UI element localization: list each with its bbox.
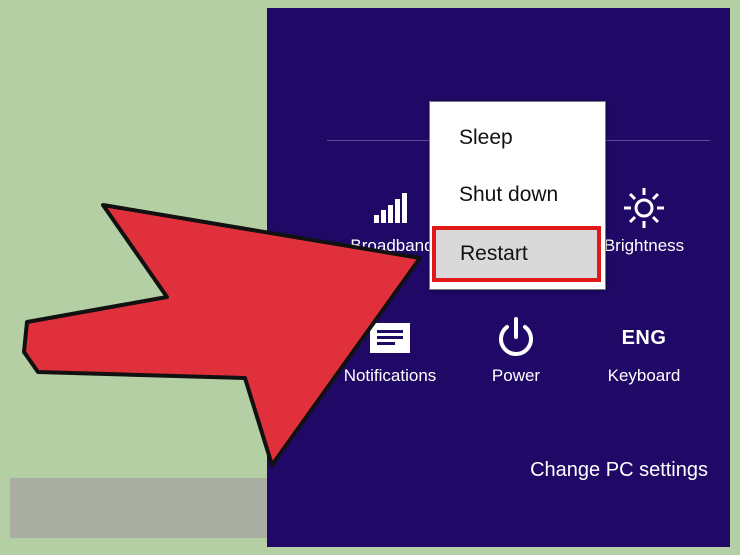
sun-icon bbox=[589, 186, 699, 230]
tile-label: Brightness bbox=[603, 236, 685, 255]
tile-brightness[interactable]: Brightness bbox=[589, 186, 699, 256]
notification-icon bbox=[335, 316, 445, 360]
menu-item-restart[interactable]: Restart bbox=[432, 226, 601, 282]
keyboard-language-text: ENG bbox=[621, 326, 667, 349]
tile-label: Power bbox=[491, 366, 541, 385]
power-menu: Sleep Shut down Restart bbox=[429, 101, 606, 290]
tile-keyboard[interactable]: ENG Keyboard bbox=[589, 316, 699, 386]
change-pc-settings-link[interactable]: Change PC settings bbox=[530, 459, 708, 481]
tile-label: Notifications bbox=[343, 366, 437, 385]
tile-notifications[interactable]: Notifications bbox=[335, 316, 445, 386]
signal-bars-icon bbox=[337, 186, 447, 230]
menu-item-sleep[interactable]: Sleep bbox=[459, 126, 513, 149]
power-icon bbox=[461, 316, 571, 360]
keyboard-icon: ENG bbox=[589, 316, 699, 360]
menu-item-shut-down[interactable]: Shut down bbox=[459, 183, 559, 206]
background-bar bbox=[10, 478, 280, 538]
tile-power[interactable]: Power bbox=[461, 316, 571, 386]
tile-label: Keyboard bbox=[607, 366, 681, 385]
